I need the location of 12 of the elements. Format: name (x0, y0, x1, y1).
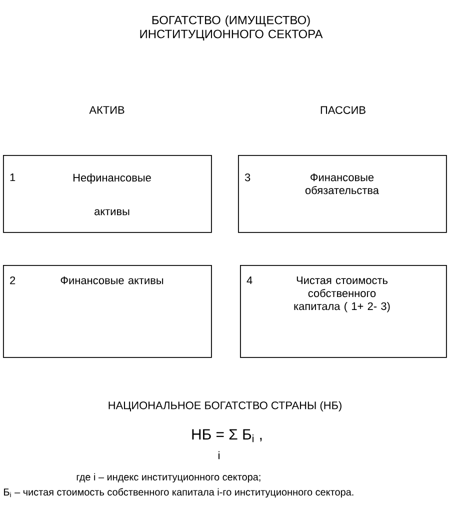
text-box: 3 Финансовые обязательства (238, 155, 447, 233)
note: Б$_{i}$ – чистая стоимость собственного капитала i-го институционного сектора. (4, 488, 354, 498)
formula-index: i (218, 451, 220, 460)
note: где i – индекс институционного сектора; (76, 473, 260, 482)
column-heading: АКТИВ (89, 106, 124, 114)
title: БОГАТСТВО (ИМУЩЕСТВО) ИНСТИТУЦИОННОГО СЕКТОРА (140, 16, 323, 40)
text-box: 4 Чистая стоимость собственного капитала ( 1+ 2- 3) (240, 265, 447, 358)
text-box: 2 Финансовые активы (3, 265, 212, 358)
formula: НБ = Σ Б$_{i}$ , (192, 429, 262, 442)
heading: НАЦИОНАЛЬНОЕ БОГАТСТВО СТРАНЫ (НБ) (108, 401, 342, 412)
column-heading: ПАССИВ (320, 106, 366, 114)
text-box: 1 Нефинансовые активы (3, 155, 212, 233)
